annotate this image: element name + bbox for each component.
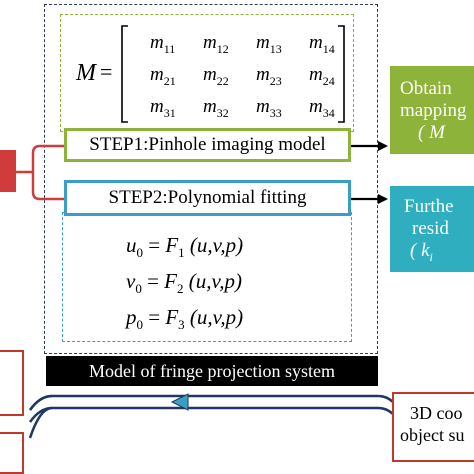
direction-arrow <box>170 393 189 411</box>
step1-label: STEP1:Pinhole imaging model <box>89 134 326 155</box>
equation-line: u0 = F1 (u,v,p) <box>126 233 243 260</box>
system-model-banner: Model of fringe projection system <box>46 356 378 386</box>
matrix-entry: m24 <box>309 64 335 88</box>
projection-matrix: M = m11 m12 m13 m14 m21 m22 m23 m24 m31 m32 m33 m34 <box>75 25 345 123</box>
mapping-result-box: Obtain mapping ( M <box>390 66 474 154</box>
coordinates-line2: object su <box>400 425 465 445</box>
equation-line: v0 = F2 (u,v,p) <box>126 269 242 296</box>
matrix-entry: m14 <box>309 32 335 56</box>
matrix-entry: m12 <box>203 32 229 56</box>
residual-line3: ( ki <box>404 240 474 268</box>
matrix-lhs: M <box>75 60 98 86</box>
coordinates-line1: 3D coo <box>410 403 463 423</box>
coordinates-box: 3D coo object su <box>392 392 474 462</box>
residual-line3-main: ( k <box>410 240 430 261</box>
system-model-label: Model of fringe projection system <box>89 360 335 381</box>
matrix-entry: m31 <box>150 96 176 120</box>
polynomial-equations: u0 = F1 (u,v,p) v0 = F2 (u,v,p) p0 = F3 (u… <box>124 233 243 332</box>
mapping-line1: Obtain <box>400 78 452 99</box>
step1-box: STEP1:Pinhole imaging model <box>64 128 351 162</box>
matrix-entry: m32 <box>203 96 229 120</box>
residual-result-box: Furthe resid ( ki <box>390 186 474 272</box>
step2-box: STEP2:Polynomial fitting <box>64 180 351 216</box>
outer-dashed-frame <box>44 4 378 354</box>
matrix-entry: m21 <box>150 64 176 88</box>
bottom-left-box-2 <box>0 432 24 474</box>
left-red-box <box>0 150 16 192</box>
red-bracket <box>31 144 64 201</box>
bottom-left-box-1 <box>0 350 24 416</box>
bottom-rail-lower <box>28 406 400 423</box>
matrix-equals: = <box>100 59 112 84</box>
mapping-line3: ( M <box>418 122 445 143</box>
residual-line3-sub: i <box>429 249 433 264</box>
step2-label: STEP2:Polynomial fitting <box>108 187 307 208</box>
residual-line2: resid <box>412 218 449 239</box>
matrix-left-bracket <box>121 25 128 123</box>
residual-line1: Furthe <box>404 196 454 217</box>
mapping-line2: mapping <box>400 100 467 121</box>
matrix-entry: m13 <box>256 32 282 56</box>
equation-line: p0 = F3 (u,v,p) <box>124 305 243 332</box>
bottom-rail-upper-left <box>28 394 53 439</box>
matrix-entry: m11 <box>150 32 175 56</box>
matrix-entry: m34 <box>309 96 335 120</box>
matrix-entry: m22 <box>203 64 229 88</box>
matrix-entry: m23 <box>256 64 282 88</box>
matrix-entry: m33 <box>256 96 282 120</box>
matrix-right-bracket <box>338 25 345 123</box>
